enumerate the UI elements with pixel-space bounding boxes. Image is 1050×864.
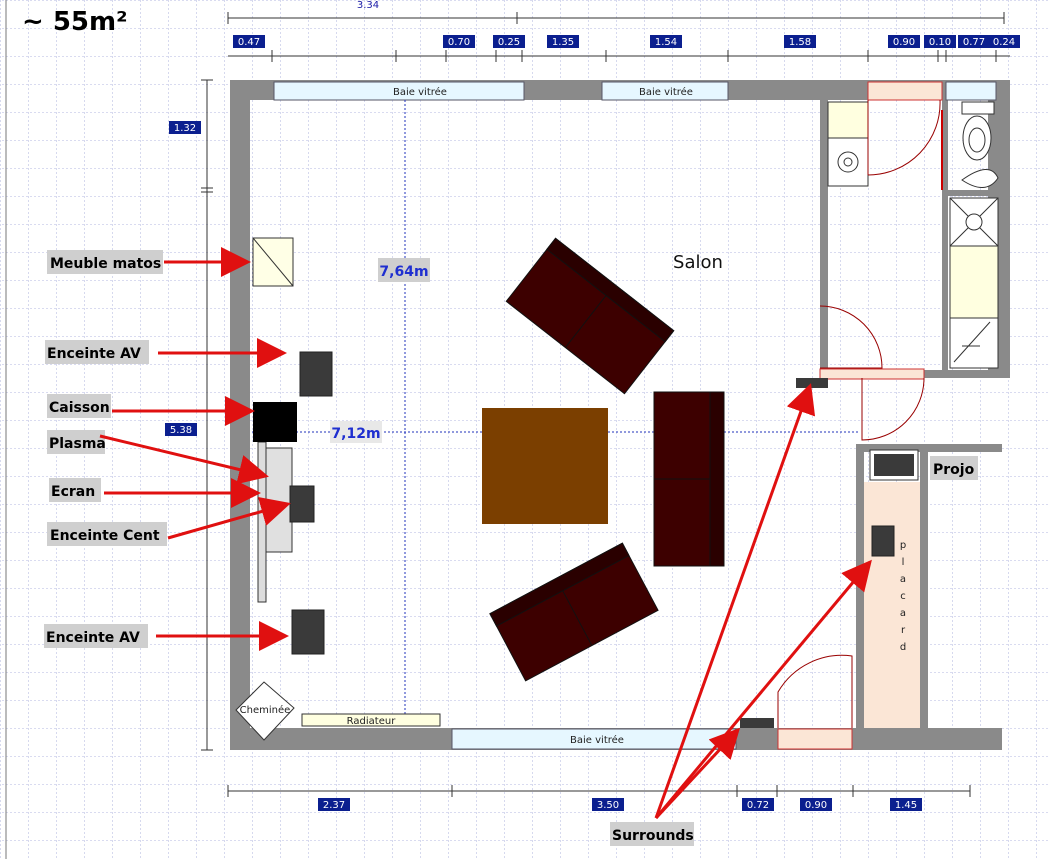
- top-dim-label-box: [958, 35, 990, 48]
- top-dim-label-box: [233, 35, 265, 48]
- bathroom-fixtures: [827, 99, 999, 369]
- window-label: Baie vitrée: [393, 86, 447, 98]
- label-projector: Projo: [933, 462, 975, 478]
- windows: Baie vitrée Baie vitrée Baie vitrée: [273, 81, 997, 750]
- projection-screen: [257, 441, 267, 603]
- sofa-top: [505, 237, 675, 395]
- subwoofer: [253, 402, 297, 442]
- top-dim-label-box: [924, 35, 956, 48]
- bottom-dim-label-box: [890, 798, 922, 811]
- top-dim-label: 0.47: [238, 37, 260, 48]
- arrows: [99, 247, 872, 820]
- bottom-dim-label-box: [592, 798, 624, 811]
- bottom-dim-label-box: [742, 798, 774, 811]
- window-label: Baie vitrée: [570, 734, 624, 746]
- window-label: Baie vitrée: [639, 86, 693, 98]
- arrow-surround-closet: [654, 559, 872, 819]
- closet-letter: p: [900, 540, 906, 551]
- bottom-dim-label-box: [800, 798, 832, 811]
- top-dimensions: [227, 12, 1010, 62]
- rack-cabinet: [252, 237, 294, 287]
- top-dim-label: 0.24: [993, 37, 1015, 48]
- length-label: 7,64m: [379, 264, 428, 280]
- bottom-dim-label: 2.37: [323, 800, 345, 811]
- top-dim-label: 0.77: [963, 37, 985, 48]
- label-front-speaker-top: Enceinte AV: [47, 346, 141, 362]
- top-dim-label: 0.90: [893, 37, 915, 48]
- left-dim-label: 5.38: [170, 425, 192, 436]
- closet-letter: a: [900, 574, 906, 585]
- front-speaker-bottom: [291, 609, 325, 655]
- arrow-center-speaker: [167, 496, 291, 540]
- fireplace-label: Cheminée: [240, 704, 291, 716]
- top-dim-label: 0.70: [448, 37, 470, 48]
- bottom-dim-label: 0.72: [747, 800, 769, 811]
- left-dim-label-box: [165, 423, 197, 436]
- arrow-plasma: [99, 434, 269, 485]
- closet-letter: r: [901, 625, 906, 636]
- left-dimensions: [201, 79, 213, 751]
- top-dim-labels: 0.47 0.70 0.25 1.35 1.54 1.58 0.90 0.10 0.77 0.24: [233, 35, 1020, 48]
- label-subwoofer: Caisson: [49, 400, 110, 416]
- fireplace: Cheminée: [235, 681, 295, 741]
- top-dim-label: 1.58: [789, 37, 811, 48]
- equipment-labels: Meuble matos Enceinte AV Caisson Plasma …: [44, 250, 978, 846]
- radiator-label: Radiateur: [347, 716, 397, 727]
- label-plasma: Plasma: [49, 436, 106, 452]
- arrow-surround-bottom: [654, 727, 741, 820]
- surround-speaker-closet: [871, 525, 895, 557]
- projector: [874, 454, 914, 476]
- top-dim-label-box: [888, 35, 920, 48]
- sofa-bottom: [489, 542, 659, 682]
- area-title: ~ 55m²: [22, 7, 128, 37]
- closet-letter: d: [900, 642, 906, 653]
- top-dim-label: 1.35: [552, 37, 574, 48]
- center-speaker: [289, 485, 315, 523]
- top-dim-label-box: [784, 35, 816, 48]
- bottom-dim-label-box: [318, 798, 350, 811]
- doors: [777, 305, 925, 728]
- front-speaker-top: [299, 351, 333, 397]
- bottom-dimensions: [227, 785, 971, 797]
- width-label: 7,12m: [331, 426, 380, 442]
- closet-letter: c: [900, 591, 906, 602]
- coffee-table: [482, 408, 608, 524]
- left-dim-label: 1.32: [174, 123, 196, 134]
- bottom-dim-label: 3.50: [597, 800, 619, 811]
- label-center-speaker: Enceinte Cent: [50, 528, 160, 544]
- closet-letter: l: [902, 557, 905, 568]
- top-dim-label-box: [493, 35, 525, 48]
- label-front-speaker-bottom: Enceinte AV: [46, 630, 140, 646]
- top-dim-label: 0.25: [498, 37, 520, 48]
- label-surrounds: Surrounds: [612, 828, 694, 844]
- left-dim-labels: 1.32 5.38: [165, 121, 201, 436]
- closet: [864, 482, 920, 728]
- closet-letter: a: [900, 608, 906, 619]
- top-dim-label-box: [443, 35, 475, 48]
- top-dim-label: 0.10: [929, 37, 951, 48]
- top-dim-label-box: [650, 35, 682, 48]
- label-screen: Ecran: [51, 484, 95, 500]
- bottom-dim-label: 0.90: [805, 800, 827, 811]
- room-name: Salon: [673, 252, 723, 273]
- label-rack: Meuble matos: [50, 256, 161, 272]
- top-total-dim: 3.34: [357, 0, 379, 11]
- top-dim-label-box: [988, 35, 1020, 48]
- sofa-right: [653, 391, 725, 567]
- top-dim-label-box: [547, 35, 579, 48]
- plasma-tv: [265, 447, 293, 553]
- top-dim-label: 1.54: [655, 37, 677, 48]
- bottom-dim-label: 1.45: [895, 800, 917, 811]
- radiator: [301, 713, 441, 727]
- left-dim-label-box: [169, 121, 201, 134]
- surround-speaker-top: [796, 378, 828, 388]
- bottom-dim-labels: 2.37 3.50 0.72 0.90 1.45: [318, 798, 922, 811]
- arrow-surround-top: [654, 383, 816, 819]
- surround-speaker-bottom: [740, 718, 774, 728]
